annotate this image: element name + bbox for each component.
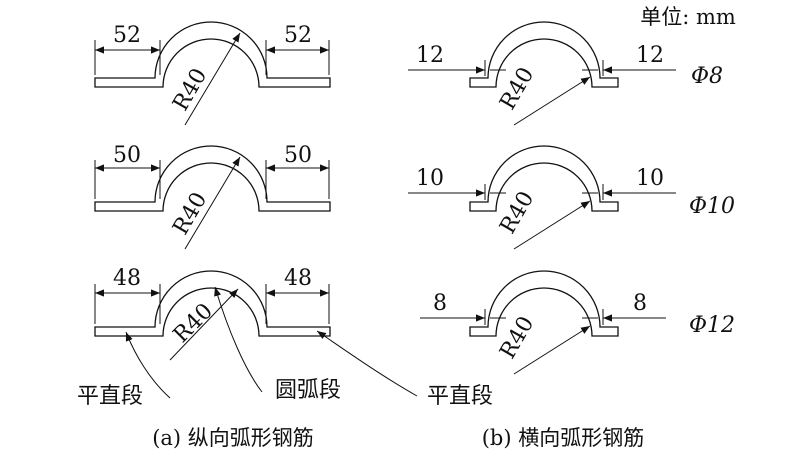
radius-leader — [169, 288, 239, 361]
arc-leader — [214, 286, 263, 393]
radius-leader — [184, 32, 241, 126]
dim-left-label: 48 — [113, 266, 141, 291]
panel-a-row-3: 48 48 R40 平直段 圆弧段 平直段 — [77, 266, 493, 409]
bar-shape — [94, 270, 331, 337]
radius-label: R40 — [495, 63, 539, 114]
panel-a-row-2: 50 50 R40 — [94, 143, 331, 250]
panel-b-row-3: 8 8 R40 Φ12 — [420, 270, 735, 375]
unit-label: 单位: mm — [640, 5, 736, 29]
dim-right-label: 52 — [284, 23, 312, 48]
straight-right-leader — [316, 330, 418, 397]
radius-leader — [513, 200, 591, 250]
dim-right-label: 50 — [284, 143, 312, 168]
bar-shape — [94, 145, 331, 212]
radius-label: R40 — [495, 187, 539, 238]
dim-left-label: 8 — [433, 291, 447, 316]
dim-left-label: 12 — [416, 43, 444, 68]
panel-a-row-1: 52 52 R40 — [94, 21, 331, 126]
bar-shape — [469, 270, 619, 337]
dim-left-label: 10 — [416, 166, 444, 191]
bar-shape — [469, 145, 619, 212]
diameter-label: Φ10 — [689, 194, 735, 219]
arc-label: 圆弧段 — [275, 378, 341, 403]
radius-leader — [513, 76, 591, 126]
diameter-label: Φ8 — [691, 64, 723, 89]
panel-b-row-2: 10 10 R40 Φ10 — [408, 145, 735, 250]
radius-leader — [184, 156, 241, 250]
dim-right-label: 10 — [636, 166, 664, 191]
radius-label: R40 — [169, 299, 218, 348]
radius-label: R40 — [495, 312, 539, 363]
dim-right-label: 8 — [633, 291, 647, 316]
dim-left-label: 52 — [113, 23, 141, 48]
straight-left-leader — [125, 331, 171, 399]
caption-b: (b) 横向弧形钢筋 — [482, 426, 645, 450]
panel-b-row-1: 12 12 R40 Φ8 — [408, 21, 723, 126]
bar-shape — [94, 21, 331, 88]
dim-left-label: 50 — [113, 143, 141, 168]
bar-shape — [469, 21, 619, 88]
straight-left-label: 平直段 — [77, 384, 143, 409]
diameter-label: Φ12 — [689, 313, 735, 338]
radius-leader — [513, 325, 591, 375]
straight-right-label: 平直段 — [427, 384, 493, 409]
dim-right-label: 12 — [636, 43, 664, 68]
caption-a: (a) 纵向弧形钢筋 — [152, 426, 314, 450]
dim-right-label: 48 — [284, 266, 312, 291]
